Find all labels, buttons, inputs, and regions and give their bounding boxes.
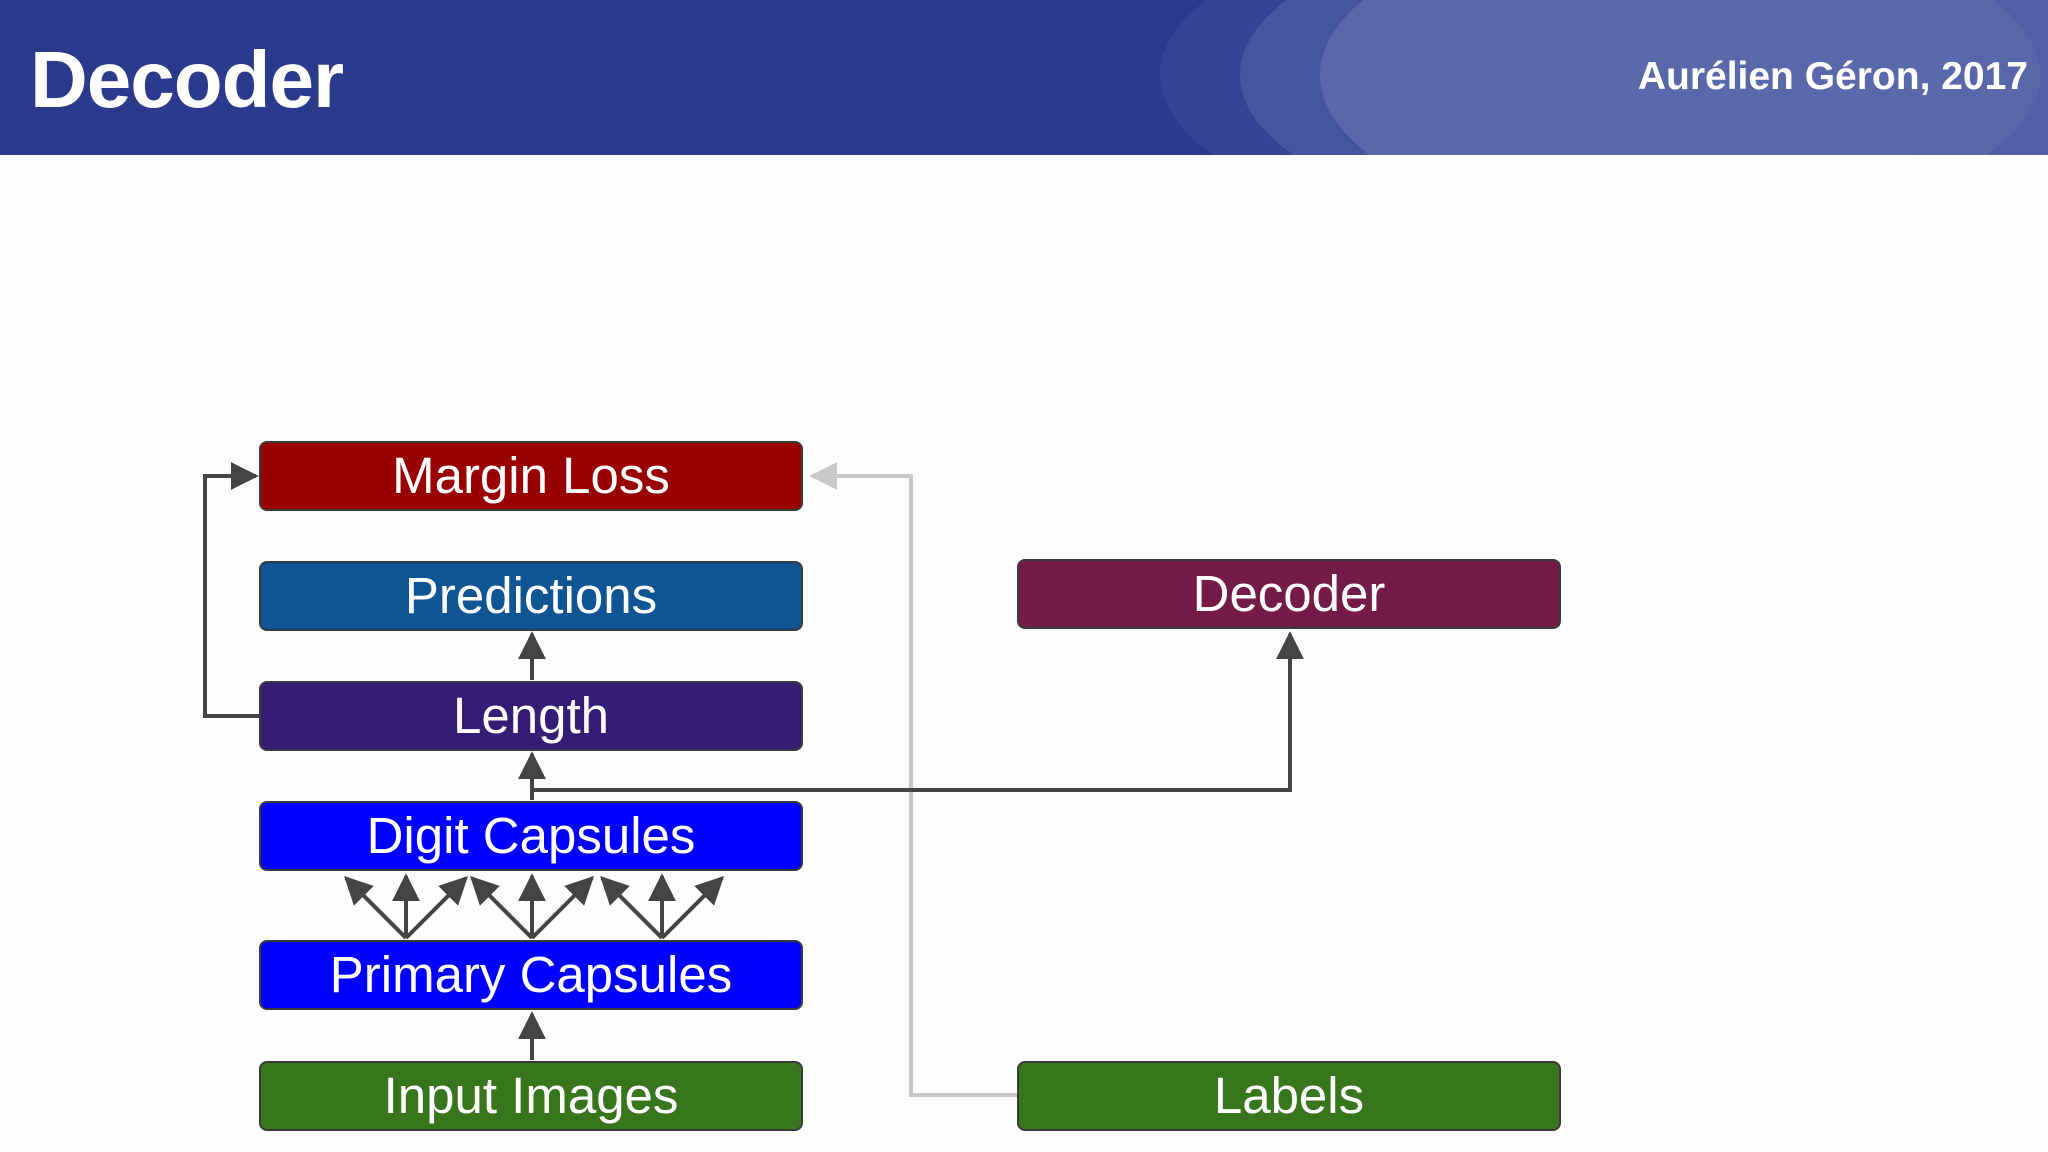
header-decoration [1160,0,2048,155]
author-credit: Aurélien Géron, 2017 [1637,55,2028,98]
slide-title: Decoder [30,35,344,124]
decoder-node: Decoder [1017,559,1561,629]
predictions-node: Predictions [259,561,803,631]
header-bar: Decoder Aurélien Géron, 2017 [0,0,2048,155]
arrows-primary-to-digit [344,873,724,940]
arrow-length-to-margin-loss [203,462,259,718]
arrow-digit-to-decoder [532,631,1304,792]
length-node: Length [259,681,803,751]
input-images-node: Input Images [259,1061,803,1131]
margin-loss-node: Margin Loss [259,441,803,511]
arrow-labels-to-margin-loss [809,462,1017,1097]
primary-capsules-node: Primary Capsules [259,940,803,1010]
digit-capsules-node: Digit Capsules [259,801,803,871]
labels-node: Labels [1017,1061,1561,1131]
